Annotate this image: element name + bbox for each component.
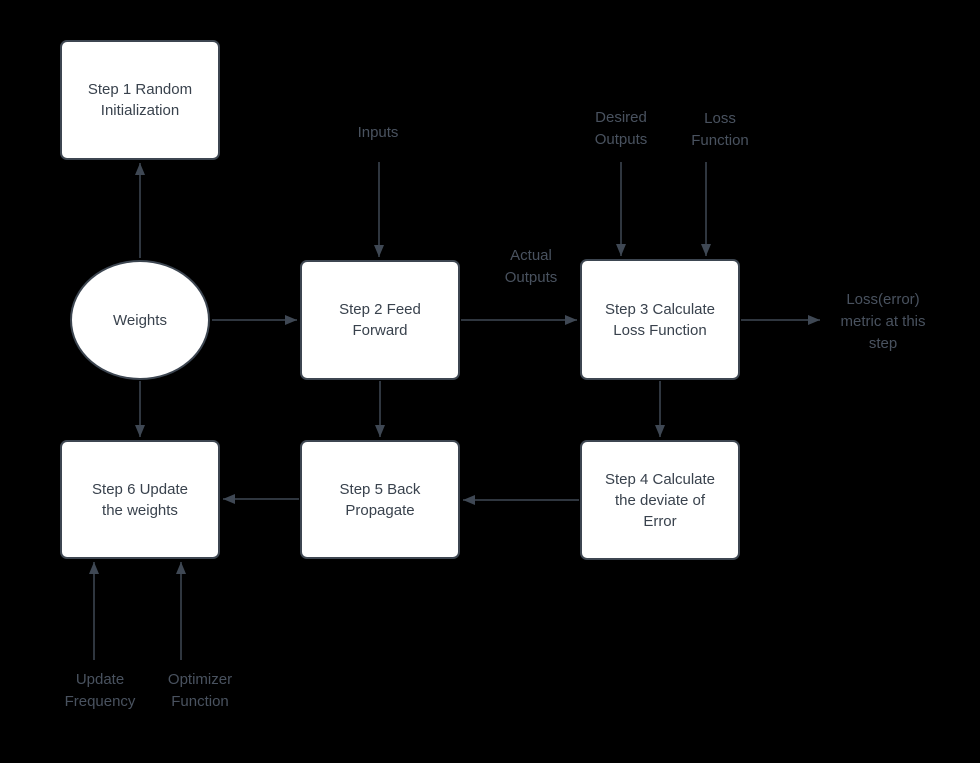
node-weights: Weights bbox=[70, 260, 210, 380]
node-step5-back-propagate: Step 5 Back Propagate bbox=[300, 440, 460, 559]
node-step2-feed-forward: Step 2 Feed Forward bbox=[300, 260, 460, 380]
node-step5-label: Step 5 Back Propagate bbox=[339, 480, 421, 519]
inputs-label: Inputs bbox=[357, 124, 399, 141]
node-step4-label: Step 4 Calculate the deviate of Error bbox=[604, 470, 716, 530]
node-step4-calculate-deviate-of-error: Step 4 Calculate the deviate of Error bbox=[580, 440, 740, 560]
node-step6-label: Step 6 Update the weights bbox=[92, 480, 188, 519]
node-step2-label: Step 2 Feed Forward bbox=[339, 301, 421, 339]
actual-outputs-label: Actual Outputs bbox=[504, 247, 558, 286]
desired-outputs-label: Desired Outputs bbox=[594, 109, 648, 148]
optimizer-function-label: Optimizer Function bbox=[167, 671, 233, 710]
loss-function-label: Loss Function bbox=[691, 110, 749, 149]
node-step1-random-initialization: Step 1 Random Initialization bbox=[60, 40, 220, 160]
loss-error-metric-label: Loss(error) metric at this step bbox=[840, 291, 926, 352]
node-step3-calculate-loss-function: Step 3 Calculate Loss Function bbox=[580, 259, 740, 380]
node-step3-label: Step 3 Calculate Loss Function bbox=[604, 300, 716, 339]
node-step6-update-the-weights: Step 6 Update the weights bbox=[60, 440, 220, 559]
node-weights-label: Weights bbox=[113, 311, 167, 329]
update-frequency-label: Update Frequency bbox=[64, 671, 136, 710]
node-step1-label: Step 1 Random Initialization bbox=[87, 81, 193, 119]
